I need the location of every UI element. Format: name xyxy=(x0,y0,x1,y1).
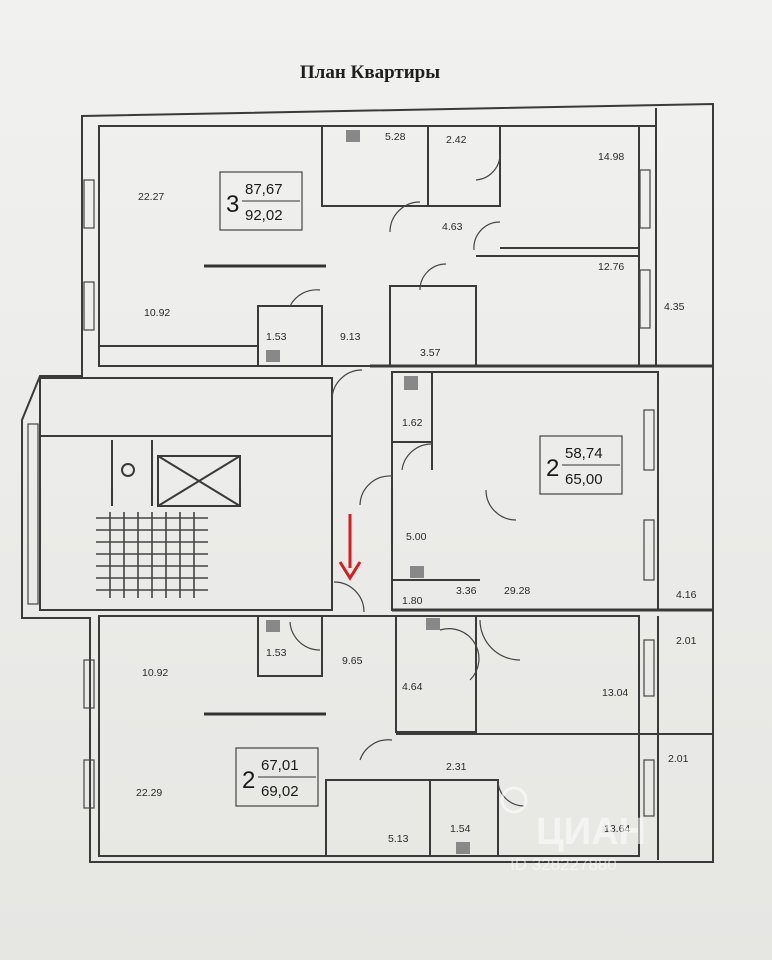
room-area: 4.16 xyxy=(676,589,697,601)
room-area: 9.13 xyxy=(340,331,361,343)
watermark-brand: ЦИАН xyxy=(536,811,646,853)
room-area: 2.01 xyxy=(668,753,689,765)
apartment-rooms: 3 xyxy=(226,191,239,218)
map-pin-icon xyxy=(500,786,528,814)
watermark: ЦИАН ID 328227880 xyxy=(500,786,646,874)
apartment-total-area: 69,02 xyxy=(261,783,299,800)
wall-wc-bottom xyxy=(257,615,323,677)
room-area: 9.65 xyxy=(342,655,363,667)
room-area: 14.98 xyxy=(598,151,624,163)
apartment-total-area: 65,00 xyxy=(565,471,603,488)
apartment-rooms: 2 xyxy=(546,455,559,482)
elevator-shaft xyxy=(157,455,241,507)
room-area: 5.28 xyxy=(385,131,406,143)
room-area: 2.01 xyxy=(676,635,697,647)
room-area: 2.42 xyxy=(446,134,467,146)
apartment-living-area: 67,01 xyxy=(261,757,299,774)
room-area: 13.64 xyxy=(604,823,630,835)
partitions xyxy=(204,264,326,716)
room-area: 3.36 xyxy=(456,585,477,597)
apartment-living-area: 58,74 xyxy=(565,445,603,462)
room-area: 4.63 xyxy=(442,221,463,233)
room-area: 13.04 xyxy=(602,687,628,699)
room-area: 29.28 xyxy=(504,585,530,597)
wall-bath-bottom xyxy=(395,615,477,733)
apartment-living-area: 87,67 xyxy=(245,181,283,198)
room-area: 10.92 xyxy=(144,307,170,319)
room-area: 4.64 xyxy=(402,681,423,693)
room-area: 2.31 xyxy=(446,761,467,773)
entrance-arrow xyxy=(338,514,362,581)
fixtures xyxy=(266,130,470,854)
room-area: 4.35 xyxy=(664,301,685,313)
plan-title: План Квартиры xyxy=(300,62,440,83)
apartment-box-3room: 3 87,67 92,02 xyxy=(219,171,303,231)
wall-kitchen-block xyxy=(321,125,501,207)
watermark-id: ID 328227880 xyxy=(510,855,617,874)
room-area: 5.13 xyxy=(388,833,409,845)
door-swings xyxy=(289,153,525,807)
room-area: 1.54 xyxy=(450,823,471,835)
wall-top-apartment xyxy=(98,125,640,367)
room-area: 1.80 xyxy=(402,595,423,607)
room-area: 3.57 xyxy=(420,347,441,359)
apartment-rooms: 2 xyxy=(242,767,255,794)
room-area: 1.53 xyxy=(266,331,287,343)
room-area: 10.92 xyxy=(142,667,168,679)
room-area: 1.53 xyxy=(266,647,287,659)
room-area: 22.29 xyxy=(136,787,162,799)
room-area: 5.00 xyxy=(406,531,427,543)
outer-wall xyxy=(21,102,714,863)
wall-kitchen-bottom xyxy=(325,779,499,857)
room-area: 1.62 xyxy=(402,417,423,429)
apartment-box-2room-bottom: 2 67,01 69,02 xyxy=(235,747,319,807)
apartment-total-area: 92,02 xyxy=(245,207,283,224)
wall-stairwell xyxy=(39,377,333,611)
room-area-labels: 22.27 10.92 5.28 2.42 4.63 14.98 12.76 4… xyxy=(136,131,697,845)
room-area: 12.76 xyxy=(598,261,624,273)
room-area: 22.27 xyxy=(138,191,164,203)
apartment-box-2room-middle: 2 58,74 65,00 xyxy=(539,435,623,495)
staircase xyxy=(96,512,208,598)
windows xyxy=(27,169,655,817)
